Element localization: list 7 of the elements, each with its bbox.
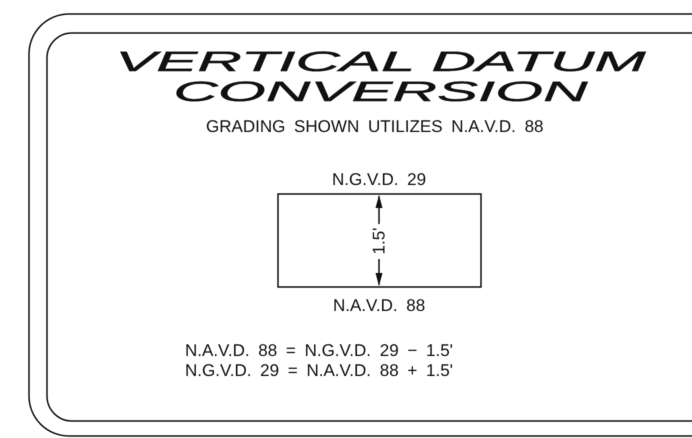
- dimension-label: 1.5': [368, 228, 389, 254]
- datum-label: N.G.V.D. 29: [332, 170, 426, 190]
- equation: N.A.V.D. 88 = N.G.V.D. 29 − 1.5': [185, 341, 453, 361]
- datum-label: N.A.V.D. 88: [333, 296, 426, 316]
- note: GRADING SHOWN UTILIZES N.A.V.D. 88: [206, 117, 544, 137]
- title: VERTICAL DATUM CONVERSION: [114, 47, 647, 107]
- equation: N.G.V.D. 29 = N.A.V.D. 88 + 1.5': [185, 361, 453, 381]
